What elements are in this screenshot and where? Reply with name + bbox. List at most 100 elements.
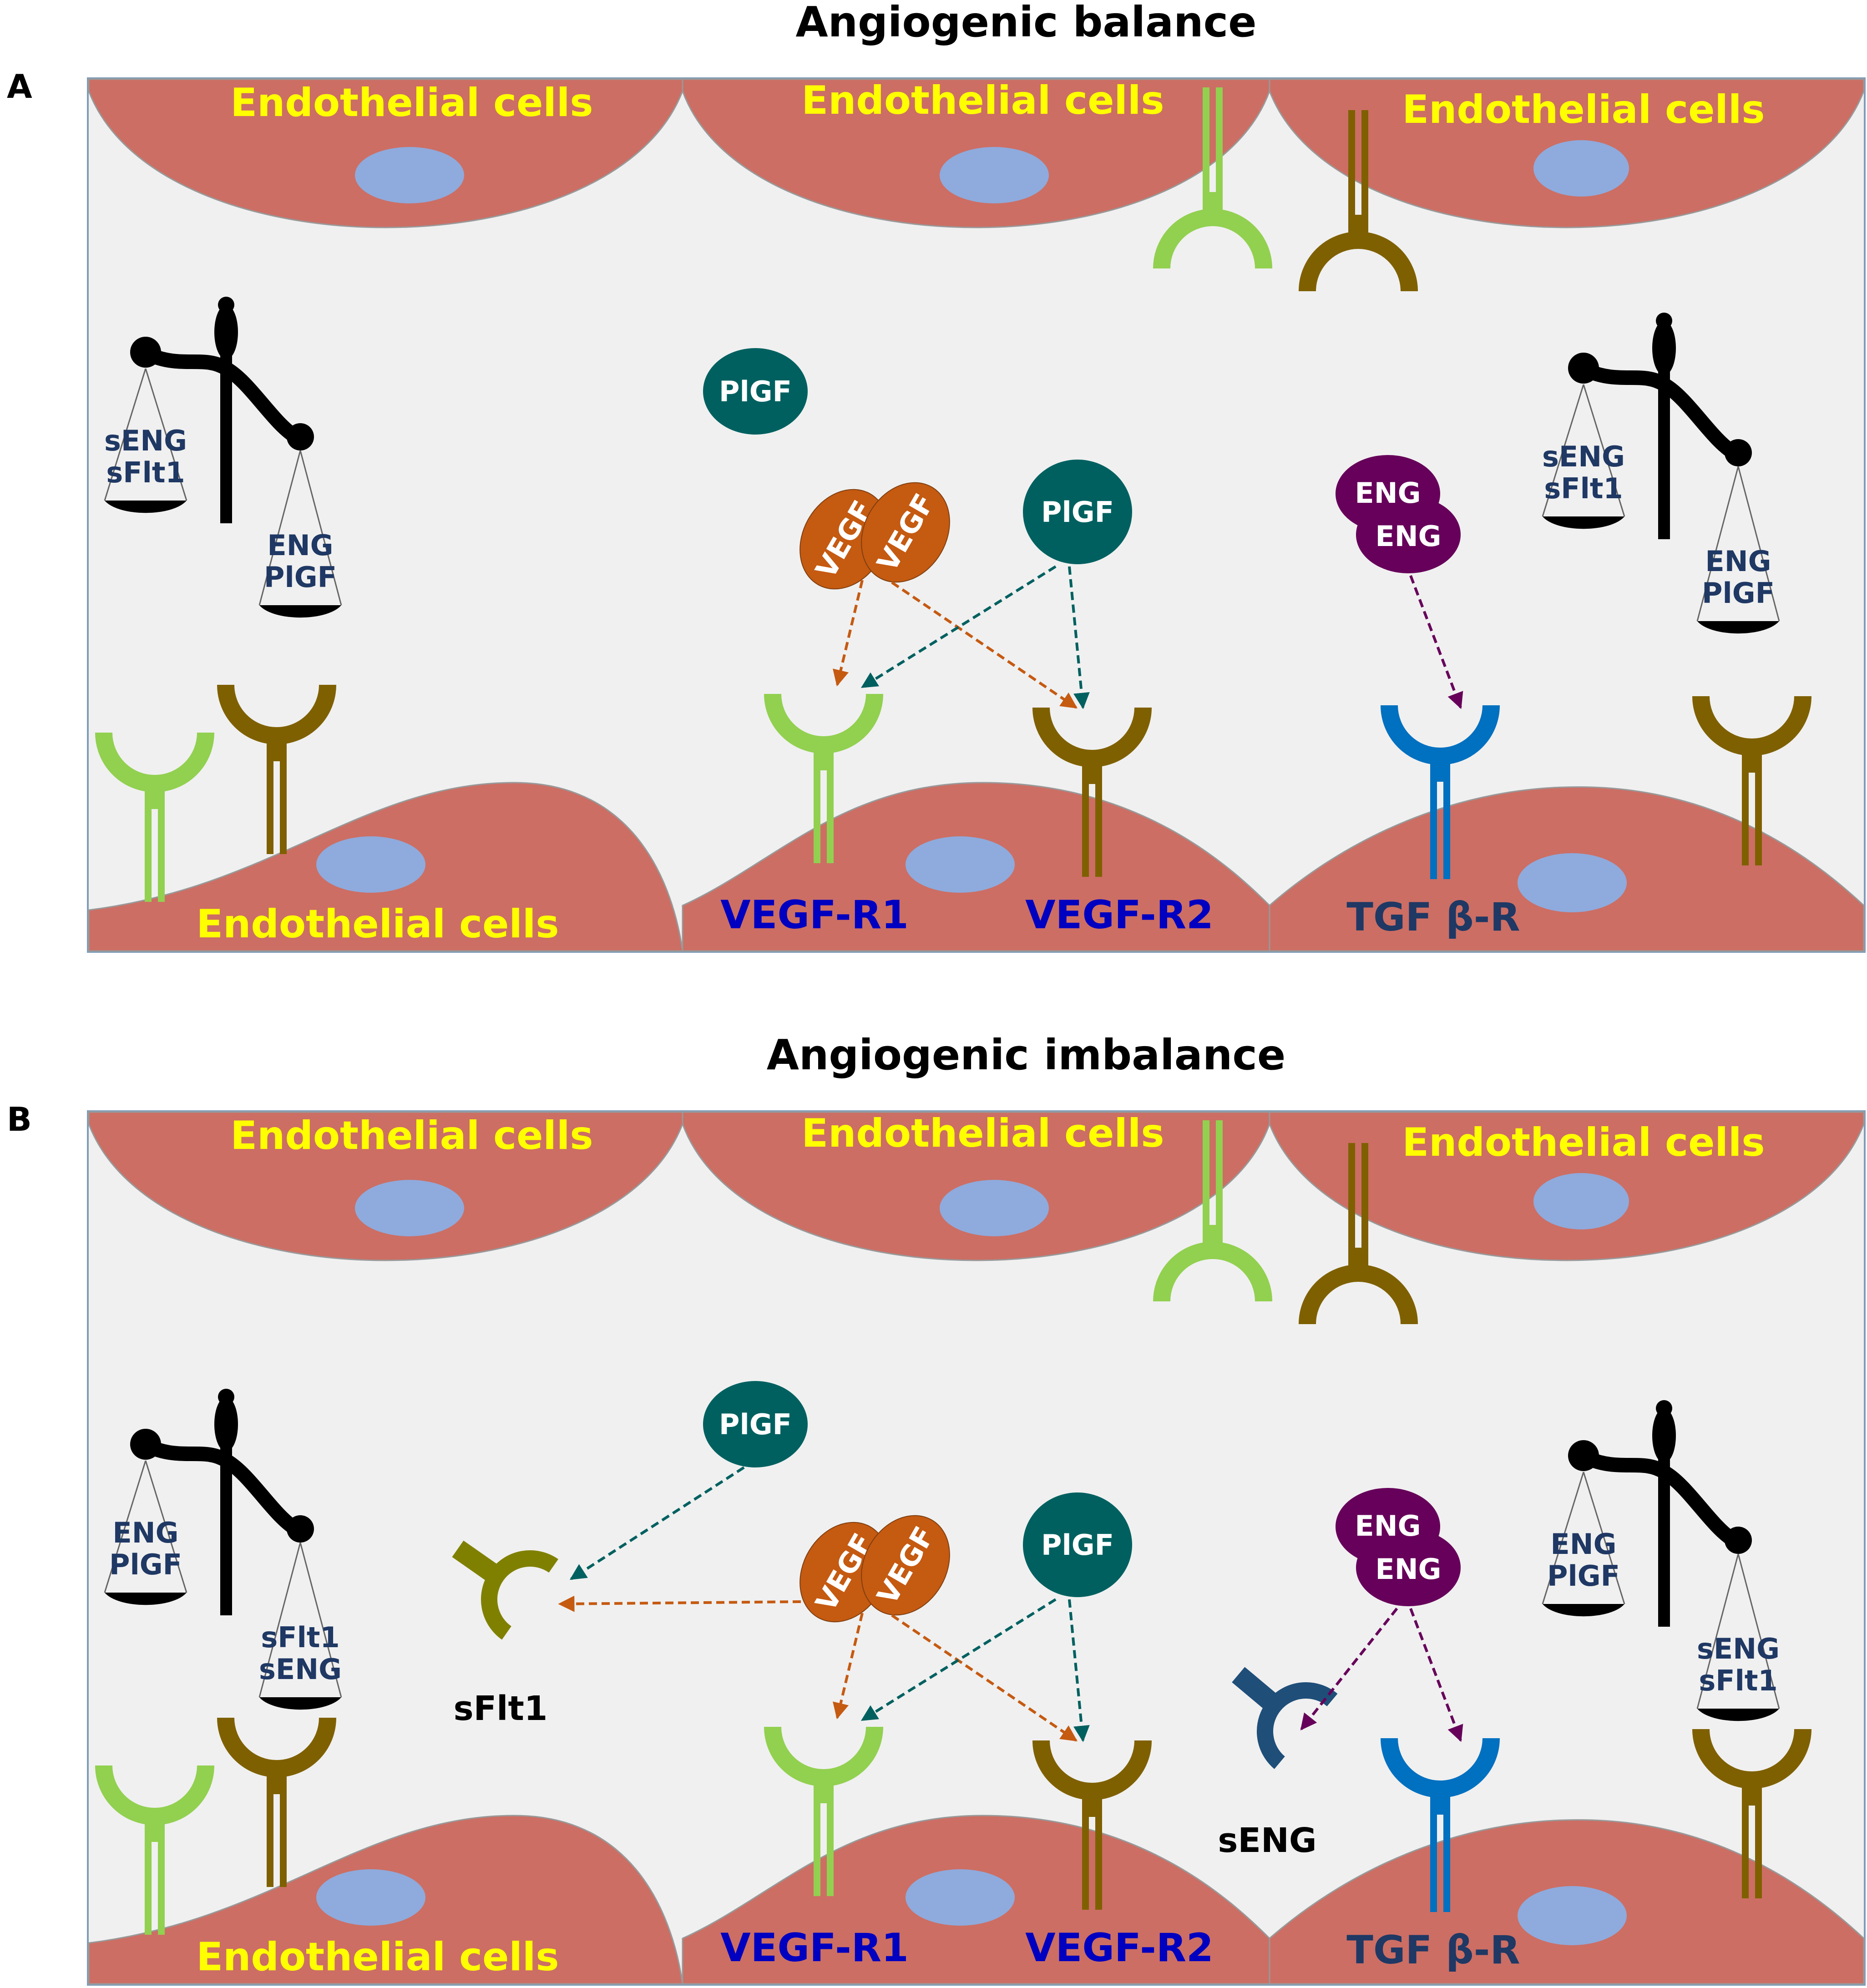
arrow-plgf-r2 <box>1068 566 1090 709</box>
tgfb-receptor-label: TGF β-R <box>1346 1927 1520 1973</box>
tgfb-receptor-label: TGF β-R <box>1346 895 1520 940</box>
cell-label: Endothelial cells <box>196 1934 559 1980</box>
scale-pan-left-item: sFlt1 <box>1544 472 1623 505</box>
plgf-free-label: PlGF <box>719 375 792 408</box>
vegfr1-receptor <box>95 1765 214 1935</box>
vegfr1-receptor <box>764 693 883 863</box>
panel-title: Angiogenic imbalance <box>767 1031 1286 1079</box>
arrow-vegf-r2 <box>891 1614 1078 1742</box>
eng-label: ENG <box>1375 520 1441 553</box>
arrow-eng-tgfbr <box>1409 1608 1463 1742</box>
vegfr2-receptor <box>217 684 336 854</box>
nucleus <box>906 1869 1015 1926</box>
arrow-plgf-r2 <box>1068 1599 1090 1742</box>
scale-pan-left-item: ENG <box>1550 1528 1616 1561</box>
panel-letter: B <box>7 1100 32 1138</box>
plgf-free <box>703 1381 808 1467</box>
vegf-monomer: VEGF <box>861 482 950 583</box>
sflt1-soluble-receptor <box>452 1540 558 1640</box>
scale-pan-left-item: sENG <box>104 424 187 457</box>
scale-pan-right-item: ENG <box>1705 545 1771 578</box>
vegfr1-label: VEGF-R1 <box>720 892 909 938</box>
nucleus <box>940 1180 1049 1236</box>
scale-pan-right-item: PlGF <box>264 561 337 594</box>
cell-label: Endothelial cells <box>1402 1120 1765 1165</box>
cell-label: Endothelial cells <box>801 1111 1164 1156</box>
arrow-vegf-r1 <box>833 1613 864 1720</box>
nucleus <box>940 147 1049 203</box>
vegfr2-receptor <box>1032 707 1152 877</box>
tgfb-receptor <box>1381 1738 1500 1912</box>
arrow-vegf-sflt1 <box>558 1595 801 1612</box>
vegfr2-receptor <box>217 1717 336 1887</box>
vegfr1-receptor <box>95 732 214 902</box>
vegfr2-label: VEGF-R2 <box>1025 892 1214 938</box>
vegfr1-label: VEGF-R1 <box>720 1925 909 1971</box>
vegfr2-receptor <box>1032 1740 1152 1910</box>
vegfr2-receptor <box>1692 1729 1811 1898</box>
vegfr1-receptor <box>764 1726 883 1896</box>
nucleus <box>1533 140 1629 197</box>
seng-soluble-receptor <box>1232 1667 1338 1769</box>
vegfr1-receptor-top <box>1153 1120 1272 1302</box>
scale-pan-left-item: ENG <box>112 1516 178 1549</box>
scale-pan-left-item: PlGF <box>1547 1559 1620 1593</box>
cell-label: Endothelial cells <box>230 80 593 126</box>
plgf-free <box>703 348 808 435</box>
scale-pan-right-item: PlGF <box>1702 577 1775 610</box>
nucleus <box>355 1180 464 1236</box>
scale-pan-right-item: sFlt1 <box>261 1621 339 1654</box>
nucleus <box>316 1869 425 1926</box>
scale-pan-right-item: sFlt1 <box>1699 1664 1777 1697</box>
scale-pan-right-item: sENG <box>259 1653 342 1686</box>
vegfr2-receptor <box>1692 696 1811 865</box>
scale-pan-left-item: sENG <box>1542 440 1625 473</box>
plgf <box>1023 460 1132 564</box>
nucleus <box>906 836 1015 893</box>
scale-pan-left-item: sFlt1 <box>106 456 185 489</box>
scale-pan-right-item: ENG <box>267 529 333 562</box>
panel-letter: A <box>7 67 32 106</box>
eng-label: ENG <box>1355 1509 1421 1543</box>
vegfr2-receptor-top <box>1299 1143 1418 1325</box>
scale-pan-right-item: sENG <box>1697 1632 1780 1665</box>
arrow-plgf-sflt1 <box>569 1466 745 1580</box>
vegfr2-receptor-top <box>1299 110 1418 292</box>
nucleus <box>1518 853 1627 912</box>
cell-label: Endothelial cells <box>801 78 1164 123</box>
arrow-eng-tgfbr <box>1409 575 1463 709</box>
scale-pan-left-item: PlGF <box>109 1548 182 1581</box>
eng-monomer <box>1356 1529 1461 1606</box>
nucleus <box>1533 1173 1629 1229</box>
nucleus <box>316 836 425 893</box>
plgf <box>1023 1492 1132 1597</box>
plgf-label: PlGF <box>1041 496 1114 529</box>
panel-title: Angiogenic balance <box>795 0 1256 46</box>
arrow-vegf-r1 <box>833 580 864 687</box>
arrow-vegf-r2 <box>891 581 1078 709</box>
plgf-label: PlGF <box>1041 1528 1114 1562</box>
nucleus <box>355 147 464 203</box>
eng-monomer <box>1356 496 1461 573</box>
plgf-free-label: PlGF <box>719 1408 792 1441</box>
vegfr2-label: VEGF-R2 <box>1025 1925 1214 1971</box>
vegf-monomer: VEGF <box>861 1515 950 1616</box>
eng-label: ENG <box>1375 1553 1441 1586</box>
cell-label: Endothelial cells <box>1402 87 1765 132</box>
sflt1-label: sFlt1 <box>454 1689 548 1728</box>
seng-label: sENG <box>1218 1821 1316 1860</box>
cell-label: Endothelial cells <box>196 901 559 947</box>
tgfb-receptor <box>1381 705 1500 879</box>
eng-label: ENG <box>1355 476 1421 510</box>
cell-label: Endothelial cells <box>230 1113 593 1158</box>
arrow-eng-seng <box>1300 1608 1398 1730</box>
vegfr1-receptor-top <box>1153 87 1272 269</box>
nucleus <box>1518 1886 1627 1945</box>
